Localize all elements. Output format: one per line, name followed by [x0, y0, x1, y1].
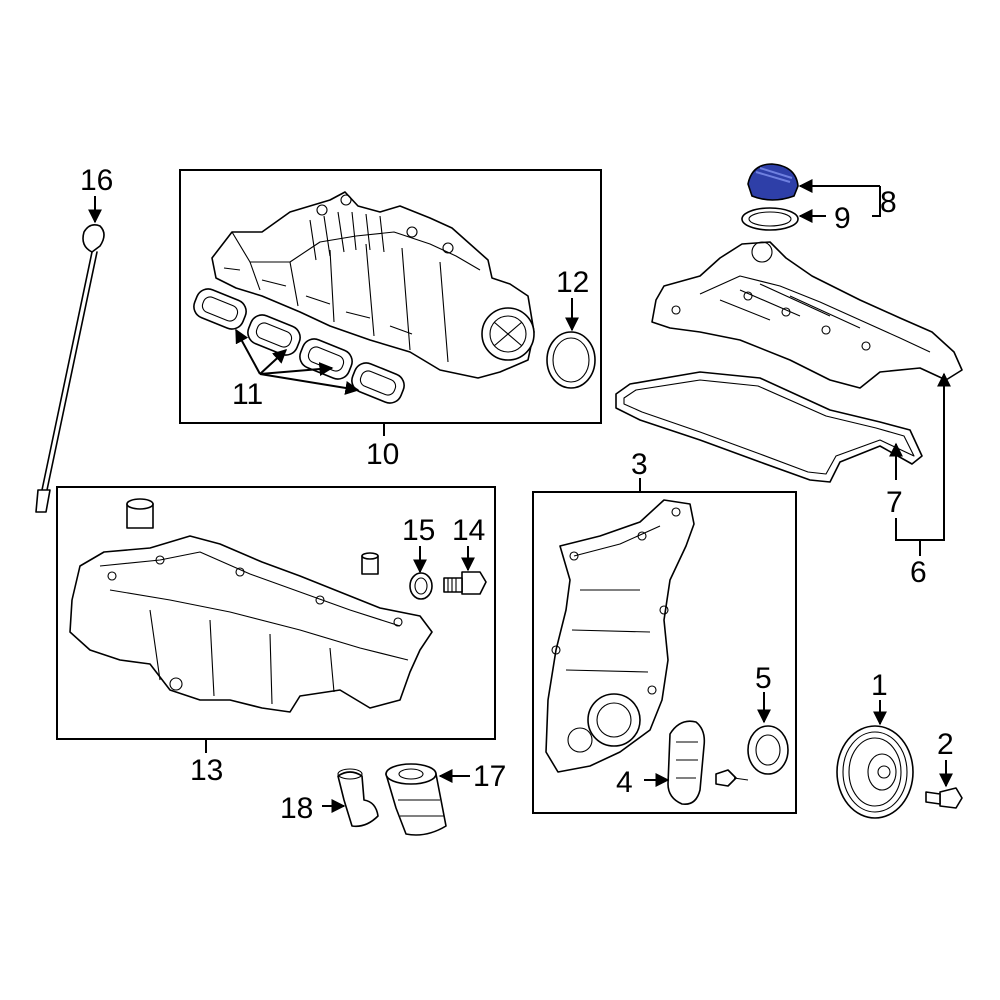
callout-15: 15	[402, 514, 435, 547]
pulley-bolt[interactable]	[925, 787, 963, 809]
oil-filler-cap[interactable]	[747, 163, 799, 201]
callout-13: 13	[190, 754, 223, 787]
cover-bolt[interactable]	[715, 769, 749, 787]
callout-16: 16	[80, 164, 113, 197]
callout-4: 4	[616, 766, 633, 799]
callout-10: 10	[366, 438, 399, 471]
callout-9: 9	[834, 202, 851, 235]
timing-cover-group-box	[532, 491, 797, 814]
crankshaft-pulley[interactable]	[836, 725, 914, 819]
callout-6: 6	[910, 556, 927, 589]
oil-pan-dowel-large	[126, 498, 154, 529]
intake-gaskets[interactable]	[190, 285, 407, 406]
oil-dipstick[interactable]	[35, 224, 105, 513]
intake-manifold[interactable]	[211, 191, 535, 379]
valve-cover-gasket[interactable]	[615, 371, 923, 483]
oil-pan[interactable]	[69, 535, 433, 713]
drain-plug[interactable]	[443, 571, 487, 595]
timing-cover[interactable]	[545, 499, 695, 773]
callout-14: 14	[452, 514, 485, 547]
filler-cap-seal[interactable]	[741, 207, 799, 231]
valve-cover[interactable]	[651, 241, 963, 389]
intake-manifold-group-box	[179, 169, 602, 424]
callout-5: 5	[755, 662, 772, 695]
callout-12: 12	[556, 266, 589, 299]
callout-17: 17	[473, 760, 506, 793]
throttle-body-gasket[interactable]	[546, 331, 596, 389]
callout-3: 3	[631, 448, 648, 481]
leader-lines	[88, 179, 953, 813]
crankshaft-seal[interactable]	[747, 725, 789, 775]
timing-cover-plate[interactable]	[667, 720, 706, 806]
callout-7: 7	[886, 486, 903, 519]
callout-2: 2	[937, 728, 954, 761]
callout-8: 8	[880, 186, 897, 219]
oil-filter[interactable]	[385, 763, 447, 836]
oil-pan-dowel-small	[361, 552, 379, 575]
callout-1: 1	[871, 669, 888, 702]
oil-pan-group-box	[56, 486, 496, 740]
callout-11: 11	[232, 378, 263, 411]
filter-adapter[interactable]	[337, 768, 379, 828]
callout-18: 18	[280, 792, 313, 825]
drain-plug-washer[interactable]	[409, 572, 433, 600]
